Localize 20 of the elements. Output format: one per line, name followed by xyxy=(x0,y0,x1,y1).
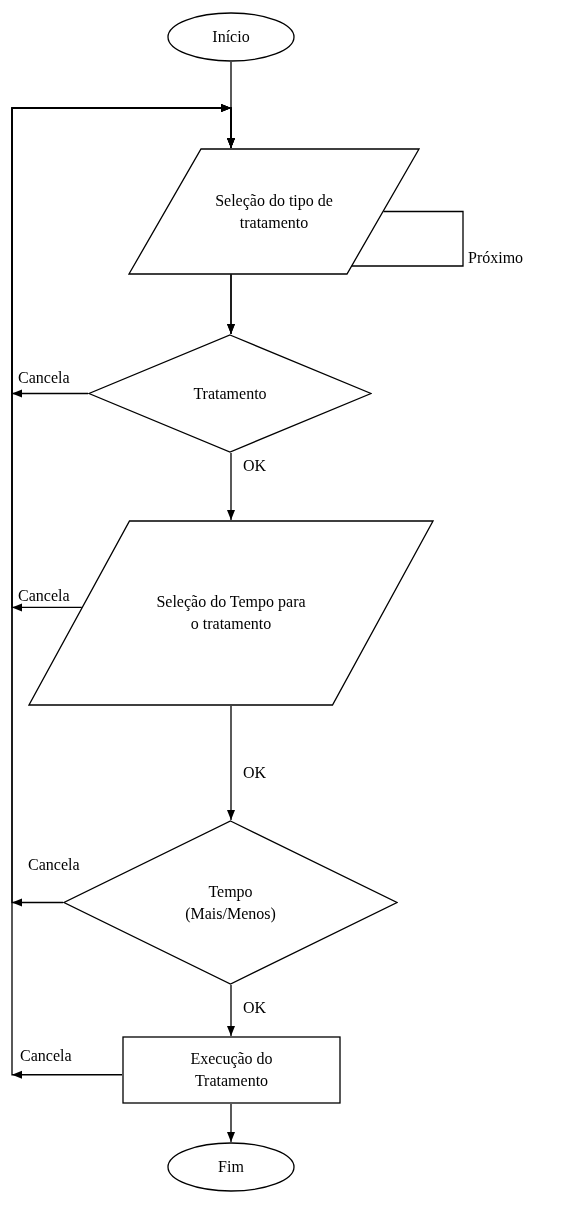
edge-label: OK xyxy=(243,763,267,783)
edge-label: OK xyxy=(243,456,267,476)
node-text: Tempo (Mais/Menos) xyxy=(184,881,277,925)
terminal-ellipse xyxy=(167,1142,295,1192)
edge-label: Cancela xyxy=(18,368,70,388)
node-text: Execução do Tratamento xyxy=(189,1049,274,1091)
edge-label: Cancela xyxy=(18,586,70,606)
terminal-ellipse xyxy=(167,12,295,62)
edge-label: Cancela xyxy=(20,1046,72,1066)
edge-label: OK xyxy=(243,998,267,1018)
node-text: Tratamento xyxy=(193,383,267,404)
decision-diamond xyxy=(88,334,372,453)
node-text: Fim xyxy=(218,1157,244,1177)
edge-label: Próximo xyxy=(468,248,524,268)
process-box xyxy=(122,1036,341,1104)
node-text: Início xyxy=(212,27,250,47)
edge-label: Cancela xyxy=(28,855,80,875)
node-text: Seleção do tipo de tratamento xyxy=(214,190,334,233)
input-parallelogram xyxy=(128,148,420,275)
node-text: Seleção do Tempo para o tratamento xyxy=(155,592,307,634)
